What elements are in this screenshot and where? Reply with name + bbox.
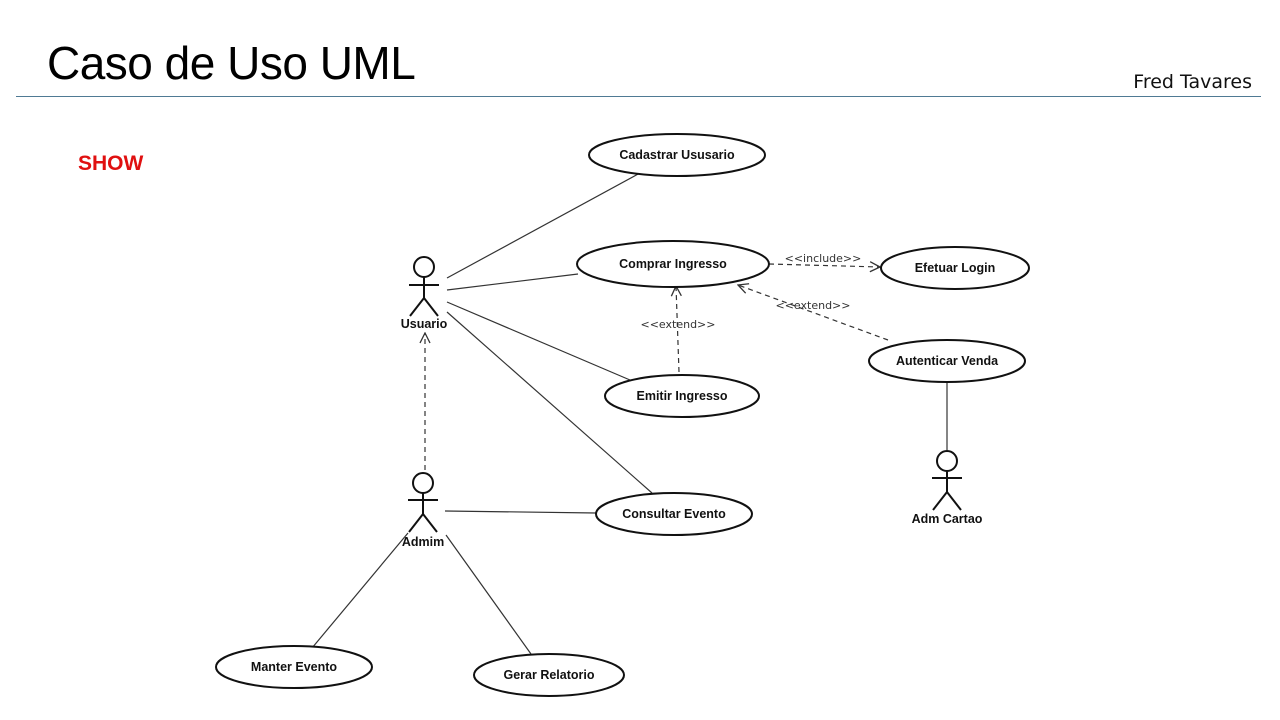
use-case-emitir-label: Emitir Ingresso bbox=[637, 389, 728, 403]
use-case-consultar: Consultar Evento bbox=[595, 492, 753, 536]
extend-autenticar-comprar bbox=[738, 285, 889, 341]
assoc-admim-gerar bbox=[445, 534, 532, 655]
actor-usuario bbox=[409, 256, 439, 317]
assoc-usuario-comprar bbox=[446, 273, 579, 291]
assoc-usuario-cadastrar bbox=[446, 172, 641, 279]
assoc-usuario-consultar bbox=[446, 311, 653, 494]
use-case-comprar-label: Comprar Ingresso bbox=[619, 257, 727, 271]
use-case-cadastrar: Cadastrar Ususario bbox=[588, 133, 766, 177]
author-name: Fred Tavares bbox=[1133, 71, 1252, 93]
actor-admim bbox=[408, 472, 438, 533]
assoc-usuario-emitir bbox=[446, 301, 631, 381]
use-case-efetuar-login: Efetuar Login bbox=[880, 246, 1030, 290]
use-case-comprar: Comprar Ingresso bbox=[576, 240, 770, 288]
use-case-emitir: Emitir Ingresso bbox=[604, 374, 760, 418]
actor-adm-cartao bbox=[932, 450, 962, 511]
use-case-efetuar-login-label: Efetuar Login bbox=[915, 261, 996, 275]
use-case-manter-label: Manter Evento bbox=[251, 660, 337, 674]
include-comprar-login bbox=[768, 264, 880, 267]
use-case-gerar-label: Gerar Relatorio bbox=[503, 668, 594, 682]
use-case-cadastrar-label: Cadastrar Ususario bbox=[619, 148, 735, 162]
assoc-admim-manter bbox=[311, 532, 409, 649]
use-case-autenticar: Autenticar Venda bbox=[868, 339, 1026, 383]
extend-label-emitir: <<extend>> bbox=[641, 318, 716, 331]
section-label: SHOW bbox=[78, 152, 144, 175]
actor-adm-cartao-label: Adm Cartao bbox=[912, 512, 983, 526]
use-case-manter: Manter Evento bbox=[215, 645, 373, 689]
slide-title: Caso de Uso UML bbox=[47, 37, 416, 89]
extend-label-autenticar: <<extend>> bbox=[776, 299, 851, 312]
use-case-consultar-label: Consultar Evento bbox=[622, 507, 726, 521]
actor-usuario-label: Usuario bbox=[401, 317, 448, 331]
title-divider bbox=[16, 96, 1261, 97]
assoc-admim-consultar bbox=[444, 510, 597, 514]
actor-admim-label: Admim bbox=[402, 535, 444, 549]
include-label: <<include>> bbox=[785, 252, 862, 265]
use-case-autenticar-label: Autenticar Venda bbox=[896, 354, 999, 368]
use-case-gerar: Gerar Relatorio bbox=[473, 653, 625, 697]
